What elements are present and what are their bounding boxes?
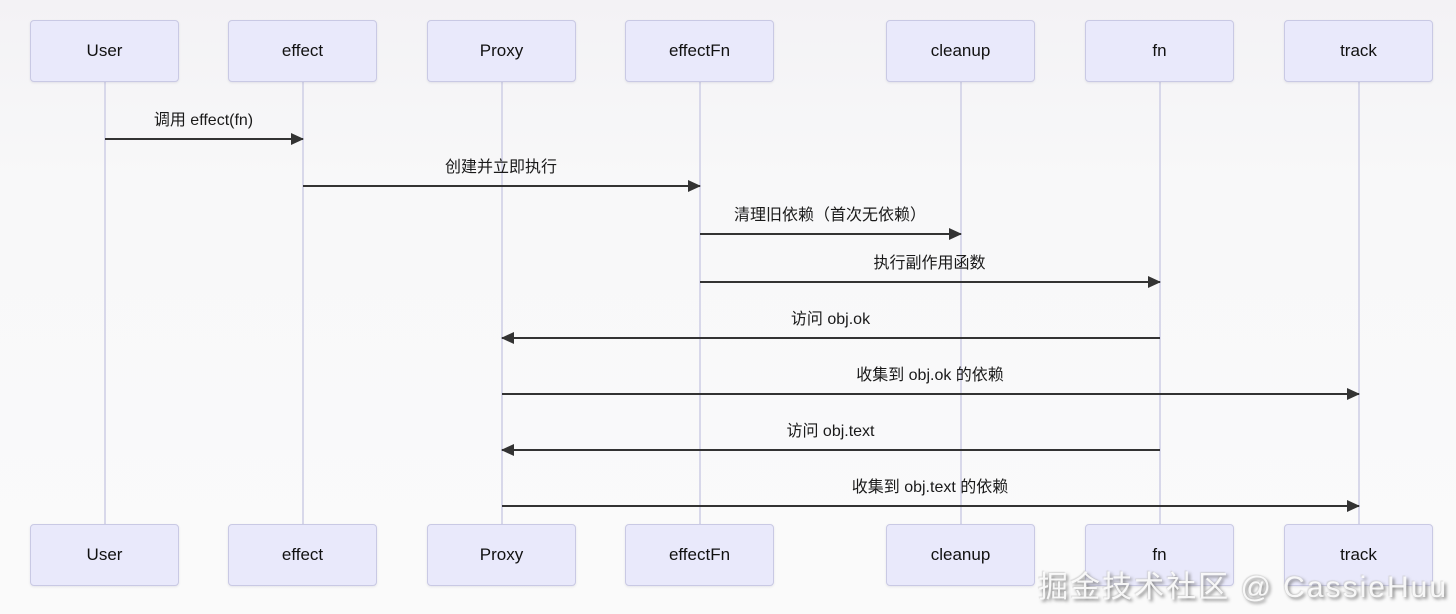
actor-track-top: track [1284, 20, 1433, 82]
actor-proxy-bottom: Proxy [427, 524, 576, 586]
message-8: 收集到 obj.text 的依赖 [501, 473, 1360, 512]
arrowhead-icon [500, 444, 514, 456]
actor-track-bottom: track [1284, 524, 1433, 586]
actor-user-top: User [30, 20, 179, 82]
actor-label: Proxy [479, 545, 524, 564]
actor-effectFn-bottom: effectFn [625, 524, 774, 586]
message-4: 执行副作用函数 [699, 249, 1161, 288]
message-label: 收集到 obj.ok 的依赖 [856, 367, 1004, 384]
actor-label: effect [281, 545, 324, 564]
message-line [302, 185, 700, 187]
message-line [501, 505, 1359, 507]
actor-cleanup-top: cleanup [886, 20, 1035, 82]
arrowhead-icon [1346, 388, 1360, 400]
actor-effectFn-top: effectFn [625, 20, 774, 82]
message-7: 访问 obj.text [500, 417, 1160, 456]
arrowhead-icon [1147, 276, 1161, 288]
actor-proxy-top: Proxy [427, 20, 576, 82]
actor-label: User [86, 41, 123, 60]
message-label: 清理旧依赖（首次无依赖） [733, 207, 926, 224]
actor-effect-top: effect [228, 20, 377, 82]
message-1: 调用 effect(fn) [104, 106, 304, 145]
actor-label: User [86, 545, 123, 564]
message-label: 收集到 obj.text 的依赖 [851, 479, 1009, 496]
watermark: 掘金技术社区 @ CassieHuu [1038, 571, 1448, 604]
message-line [501, 449, 1160, 451]
actor-label: fn [1152, 545, 1167, 564]
message-6: 收集到 obj.ok 的依赖 [501, 361, 1360, 400]
message-line [699, 281, 1160, 283]
arrowhead-icon [948, 228, 962, 240]
lifeline-cleanup [959, 82, 962, 524]
message-label: 访问 obj.ok [790, 311, 871, 328]
arrowhead-icon [500, 332, 514, 344]
message-label: 创建并立即执行 [444, 159, 557, 176]
actor-label: Proxy [479, 41, 524, 60]
message-line [699, 233, 961, 235]
message-5: 访问 obj.ok [500, 305, 1160, 344]
message-line [501, 337, 1160, 339]
message-line [104, 138, 303, 140]
message-label: 调用 effect(fn) [153, 112, 254, 129]
lifeline-user [103, 82, 106, 524]
lifeline-effect [301, 82, 304, 524]
message-label: 访问 obj.text [786, 423, 875, 440]
actor-label: effect [281, 41, 324, 60]
lifeline-track [1357, 82, 1360, 524]
actor-effect-bottom: effect [228, 524, 377, 586]
actor-label: track [1340, 545, 1377, 564]
lifeline-proxy [500, 82, 503, 524]
lifeline-fn [1158, 82, 1161, 524]
message-label: 执行副作用函数 [873, 255, 986, 272]
actor-fn-top: fn [1085, 20, 1234, 82]
message-3: 清理旧依赖（首次无依赖） [699, 201, 962, 240]
actor-label: cleanup [930, 41, 991, 60]
arrowhead-icon [1346, 500, 1360, 512]
arrowhead-icon [687, 180, 701, 192]
actor-label: effectFn [668, 41, 731, 60]
arrowhead-icon [290, 133, 304, 145]
actor-label: fn [1152, 41, 1167, 60]
actor-label: effectFn [668, 545, 731, 564]
message-line [501, 393, 1359, 395]
lifeline-effectFn [698, 82, 701, 524]
actor-fn-bottom: fn [1085, 524, 1234, 586]
actor-user-bottom: User [30, 524, 179, 586]
message-2: 创建并立即执行 [302, 153, 701, 192]
actor-label: cleanup [930, 545, 991, 564]
actor-cleanup-bottom: cleanup [886, 524, 1035, 586]
actor-label: track [1340, 41, 1377, 60]
